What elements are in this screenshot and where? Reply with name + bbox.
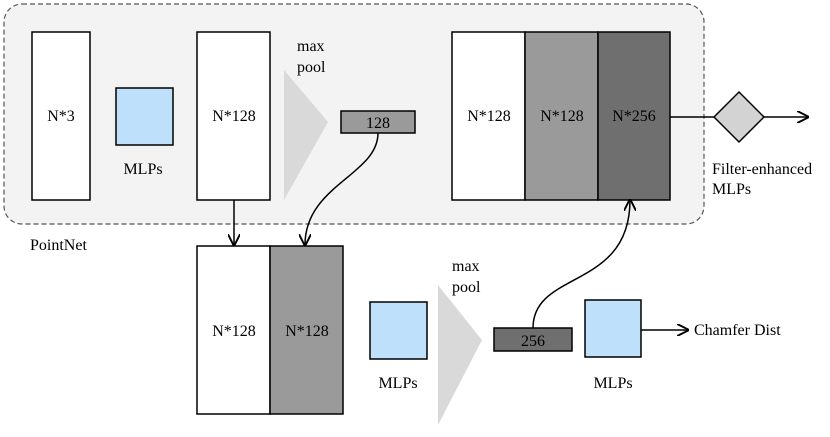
concat-block-left-label: N*128 (212, 323, 256, 340)
concat-block-right (269, 245, 344, 415)
maxpool-triangle-2 (438, 285, 482, 425)
filter-label-line1: Filter-enhanced (712, 161, 812, 178)
filter-diamond (712, 90, 766, 144)
filter-label-line2: MLPs (712, 181, 751, 198)
feature-block-label: N*128 (212, 108, 256, 125)
chamfer-label: Chamfer Dist (694, 322, 781, 339)
mlp-block-2 (369, 301, 428, 360)
maxpool-triangle-1 (284, 70, 328, 200)
final-block-b (524, 31, 599, 201)
concat-block-left (196, 245, 271, 415)
final-block-c (597, 31, 671, 201)
final-block-a-label: N*128 (467, 108, 511, 125)
maxpool-label-1-line2: pool (297, 59, 326, 76)
mlp-label-2: MLPs (378, 375, 417, 392)
mlp-block-1 (115, 87, 174, 146)
vector-to-concat-arrow (305, 132, 379, 245)
final-block-a (451, 31, 526, 201)
input-block-label: N*3 (47, 108, 75, 125)
maxpool-label-1-line1: max (297, 38, 325, 55)
final-block-b-label: N*128 (540, 108, 584, 125)
vector-to-final-arrow (532, 200, 630, 329)
maxpool-label-2-line1: max (452, 258, 480, 275)
input-block (31, 31, 91, 201)
mlp-label-1: MLPs (123, 161, 162, 178)
global-vector-256-label: 256 (521, 333, 545, 350)
concat-block-right-label: N*128 (285, 323, 329, 340)
feature-block (196, 31, 271, 201)
global-vector-128-label: 128 (366, 115, 390, 132)
mlp-block-3 (584, 299, 642, 358)
maxpool-label-2-line2: pool (452, 279, 481, 296)
mlp-label-3: MLPs (593, 375, 632, 392)
pointnet-label: PointNet (30, 237, 87, 254)
final-block-c-label: N*256 (612, 108, 656, 125)
